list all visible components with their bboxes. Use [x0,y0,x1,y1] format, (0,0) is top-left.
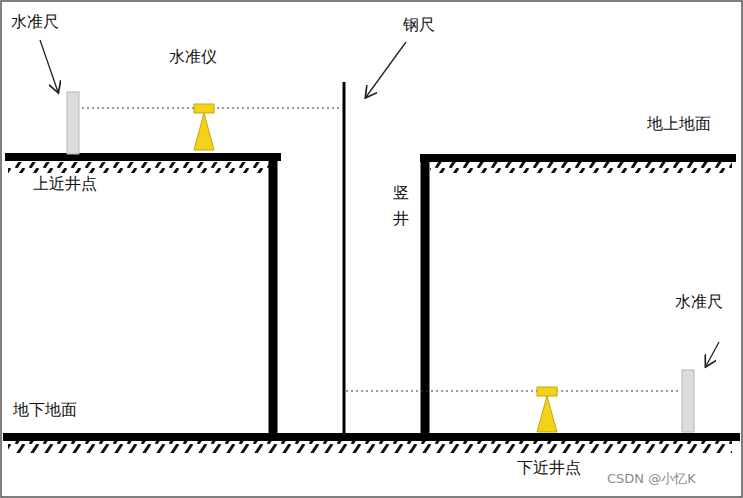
staff-label: 水准尺 [674,292,724,311]
staff-label: 水准尺 [10,12,60,31]
ground-label: 地下地面 [12,400,78,419]
point-label: 下近井点 [516,458,582,477]
point-label: 上近井点 [32,174,98,193]
shaft-label: 竖井 [392,180,410,231]
tape-label: 钢尺 [402,15,436,34]
ground-label: 地上地面 [646,114,712,133]
watermark: CSDN @小忆K [606,471,697,487]
level-label: 水准仪 [168,47,218,66]
